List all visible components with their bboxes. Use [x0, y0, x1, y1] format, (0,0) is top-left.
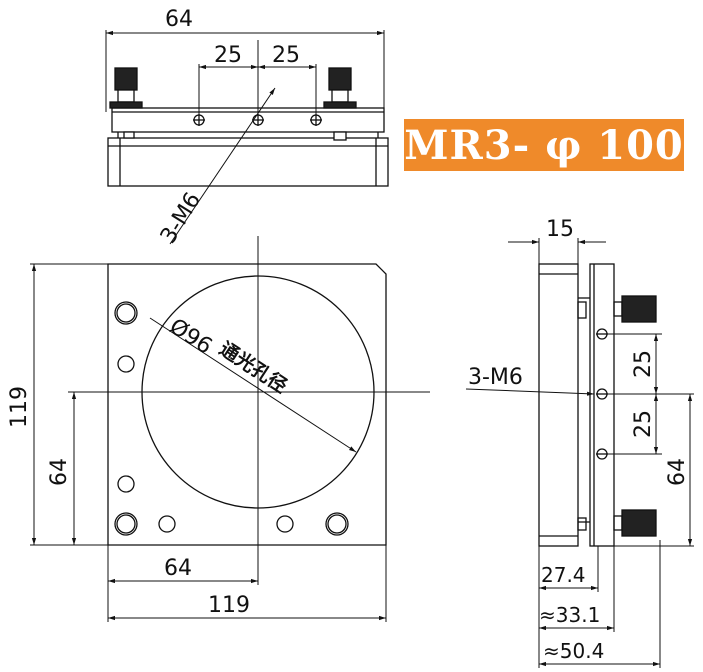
model-title-badge: MR3- φ 100	[404, 119, 684, 171]
side-spacing-top-label: 25	[631, 350, 656, 378]
side-depth-3-label: ≈50.4	[543, 639, 604, 663]
side-spacing-bottom-label: 25	[631, 410, 656, 438]
side-depth-2-label: ≈33.1	[539, 603, 600, 627]
side-view	[465, 238, 694, 668]
model-title: MR3- φ 100	[404, 121, 684, 169]
aperture-caption: 通光孔径	[215, 337, 291, 398]
front-view	[30, 236, 430, 622]
side-depth-1-label: 27.4	[541, 563, 586, 587]
top-view	[105, 30, 389, 245]
top-thread-label: 3-M6	[156, 188, 206, 248]
top-width-label: 64	[165, 7, 193, 32]
front-hole-height-label: 64	[47, 458, 72, 486]
front-hole-width-label: 64	[164, 556, 192, 581]
side-height-label: 64	[665, 458, 690, 486]
front-height-label: 119	[7, 386, 32, 428]
top-spacing-right-label: 25	[272, 43, 300, 68]
side-thread-label: 3-M6	[468, 365, 523, 390]
side-thickness-label: 15	[546, 217, 574, 242]
aperture-diameter-label: Ø96	[165, 314, 217, 360]
top-spacing-left-label: 25	[214, 43, 242, 68]
front-width-label: 119	[208, 593, 250, 618]
